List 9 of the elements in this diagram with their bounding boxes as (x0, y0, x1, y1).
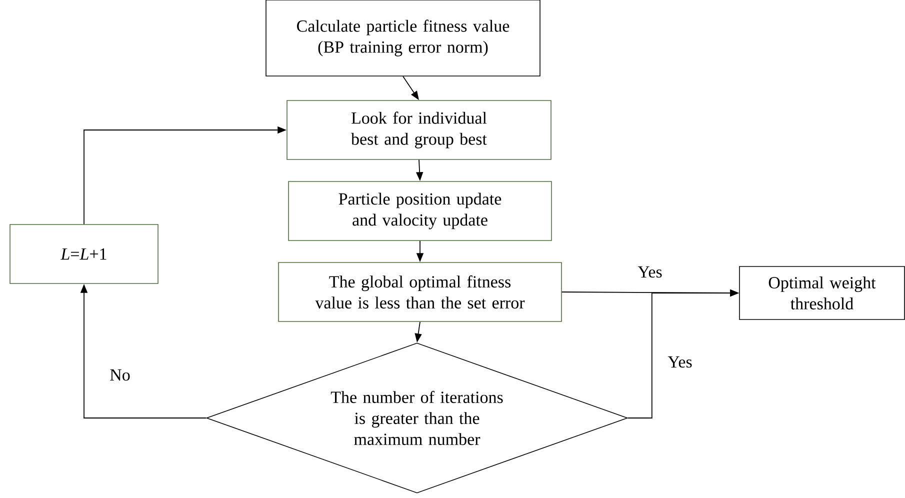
edge-label: Yes (636, 265, 664, 279)
edge-label: No (108, 368, 132, 382)
process-box: Calculate particle fitness value (BP training error norm) (266, 0, 540, 76)
process-box: Particle position update and valocity update (288, 181, 552, 241)
process-box: Look for individual best and group best (286, 100, 552, 160)
process-box: Optimal weight threshold (739, 266, 905, 320)
process-box: L=L+1 (10, 224, 158, 284)
edge-label: Yes (666, 355, 694, 369)
process-box: The global optimal fitness value is less than the set error (278, 262, 562, 322)
